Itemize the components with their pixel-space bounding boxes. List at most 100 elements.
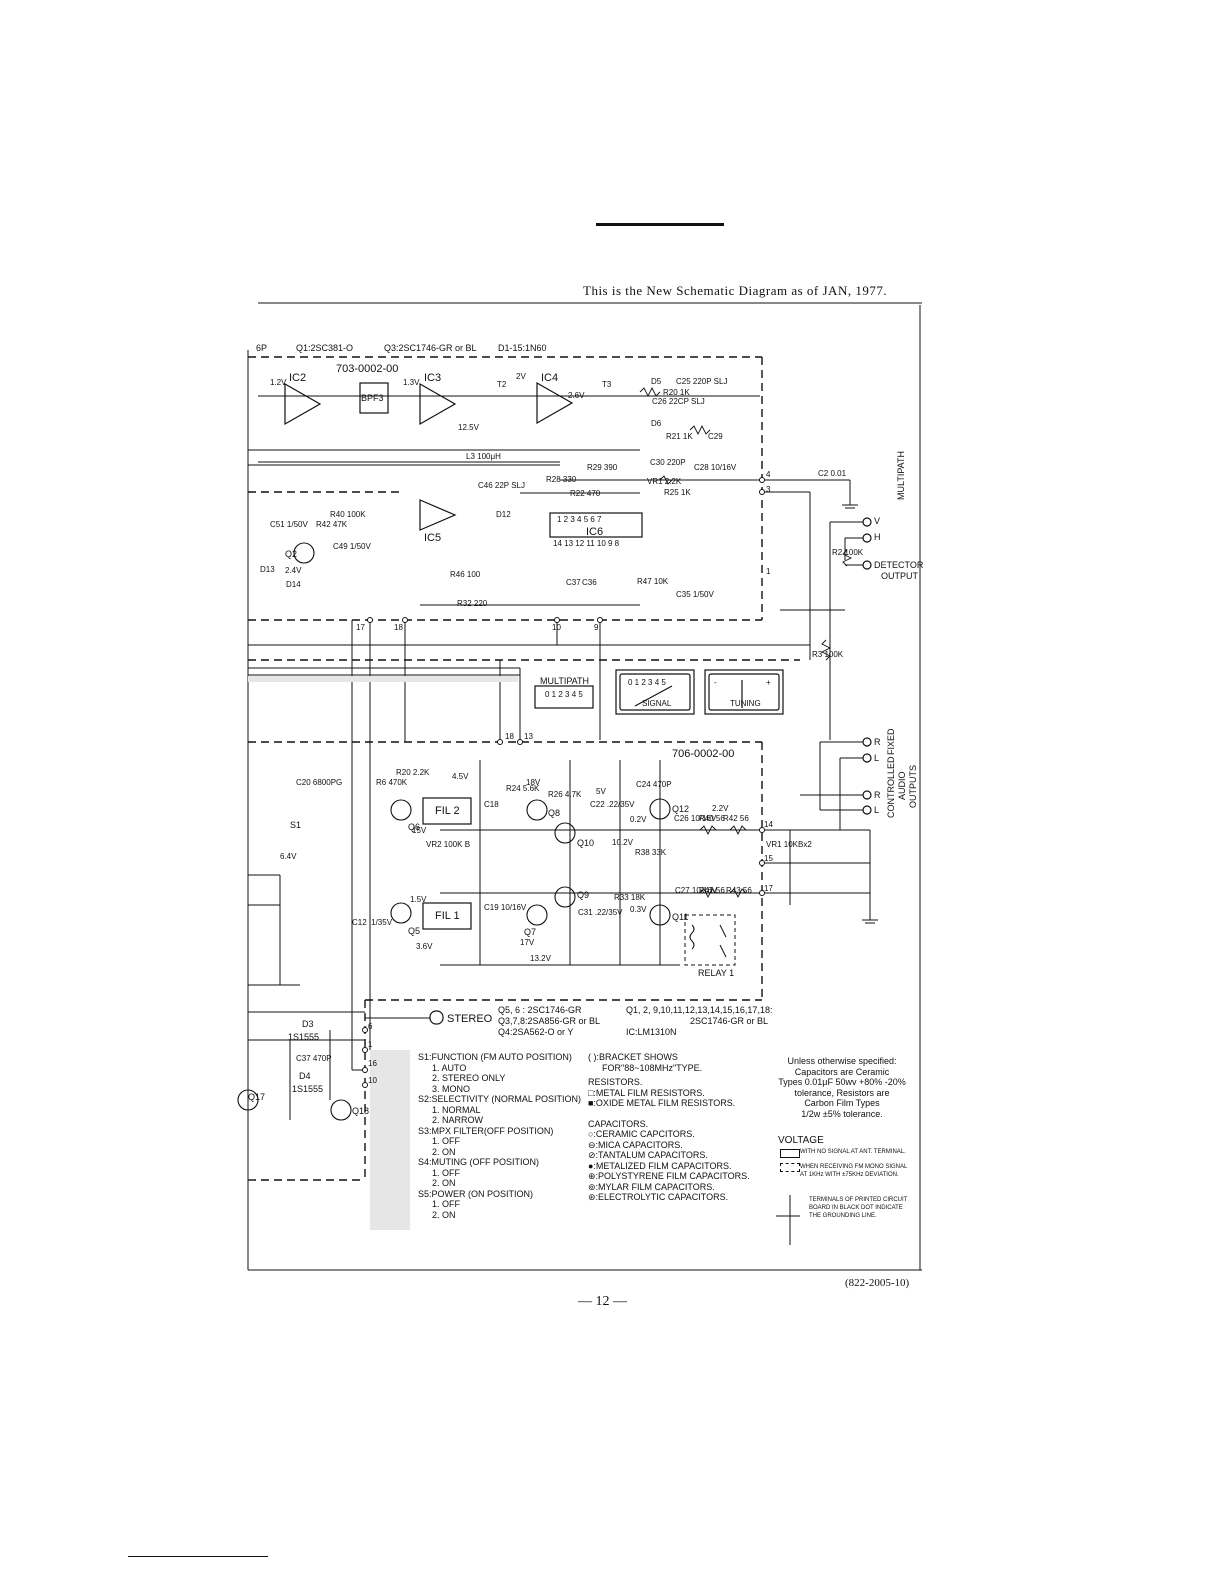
voltage-8: 10.2V	[612, 838, 633, 847]
d4-label: D4	[299, 1071, 311, 1081]
tuning-minus: -	[714, 678, 717, 687]
transistor-note-q378: Q3,7,8:2SA856-GR or BL	[498, 1016, 601, 1026]
c37-label: C37	[566, 578, 581, 587]
document-number: (822-2005-10)	[845, 1277, 910, 1289]
voltage-6: 2.4V	[285, 566, 302, 575]
voltage-18: 2.2V	[712, 804, 729, 813]
terminal-17: 17	[356, 623, 365, 632]
capacitor-legend-line: ⊕:POLYSTYRENE FILM CAPACITORS.	[588, 1171, 750, 1181]
signal-meter-title: SIGNAL	[642, 699, 672, 708]
spec-line: 1/2w ±5% tolerance.	[801, 1108, 883, 1119]
ic4-label: IC4	[541, 372, 559, 384]
r22-label: R22 470	[570, 489, 601, 498]
audio-l-fixed: L	[874, 753, 880, 763]
transistor-note-type: 2SC1746-GR or BL	[690, 1016, 769, 1026]
vr1-lower-label: VR1 10KBx2	[766, 840, 812, 849]
d5-label: D5	[651, 377, 662, 386]
q12-label: Q12	[672, 804, 690, 814]
capacitor-legend-line: ⊖:MICA CAPACITORS.	[588, 1139, 683, 1150]
r41-label: R41 56	[699, 886, 725, 895]
ic3-label: IC3	[424, 372, 442, 384]
d12-label: D12	[496, 510, 511, 519]
terminal-lower-16: 16	[368, 1059, 377, 1068]
ic-note: IC:LM1310N	[626, 1027, 677, 1037]
terminal-3: 3	[766, 485, 771, 494]
t3-label: T3	[602, 380, 612, 389]
switch-line: 2. NARROW	[432, 1115, 484, 1125]
voltage-12: 15V	[412, 826, 427, 835]
board-number-lower: 706-0002-00	[672, 748, 735, 760]
terminal-lower-10: 10	[368, 1076, 377, 1085]
part-label-q1: Q1:2SC381-O	[296, 343, 354, 353]
d14-label: D14	[286, 580, 301, 589]
switch-line: S3:MPX FILTER(OFF POSITION)	[418, 1125, 554, 1136]
bracket-note: ( ):BRACKET SHOWS	[588, 1052, 678, 1062]
voltage-4: 12.5V	[458, 423, 479, 432]
part-label-diodes: D1-15:1N60	[498, 343, 547, 353]
output-v: V	[874, 516, 881, 526]
c24-label: C24 470P	[636, 780, 672, 789]
c26-lower-label: C26 10/16V	[674, 814, 717, 823]
voltage-16: 0.2V	[630, 815, 647, 824]
t2-label: T2	[497, 380, 507, 389]
spec-line: Types 0.01μF 50wv +80% -20%	[778, 1077, 906, 1087]
tuning-plus: +	[766, 678, 771, 687]
c46-label: C46 22P SLJ	[478, 481, 525, 490]
voltage-2: 1.3V	[403, 378, 420, 387]
voltage-7: 4.5V	[452, 772, 469, 781]
voltage-legend-title: VOLTAGE	[778, 1135, 824, 1146]
ic5-label: IC5	[424, 532, 442, 544]
r46-label: R46 100	[450, 570, 481, 579]
stereo-indicator-label: STEREO	[447, 1013, 493, 1025]
switch-line: 1. OFF	[432, 1167, 461, 1178]
voltage-5: 2.6V	[568, 391, 585, 400]
ic6-pins-top: 1 2 3 4 5 6 7	[557, 515, 602, 524]
c31-label: C31 .22/35V	[578, 908, 623, 917]
c27-label: C27 10/16V	[675, 886, 718, 895]
terminal-1: 1	[766, 567, 771, 576]
switch-line: S4:MUTING (OFF POSITION)	[418, 1157, 539, 1167]
resistor-legend-line: □:METAL FILM RESISTORS.	[588, 1087, 705, 1098]
fil1-block: FIL 1	[435, 910, 460, 922]
c12-label: C12 .1/35V	[352, 918, 393, 927]
terminal-lower-14: 14	[764, 820, 773, 829]
q5-label: Q5	[408, 926, 421, 936]
relay-label: RELAY 1	[698, 968, 735, 978]
voltage-9: 5V	[596, 787, 606, 796]
switch-line: 2. STEREO ONLY	[432, 1073, 506, 1083]
capacitor-legend-line: ⊘:TANTALUM CAPACITORS.	[588, 1150, 708, 1160]
multipath-meter-scale: 0 1 2 3 4 5	[545, 690, 583, 699]
terminal-lower-18: 18	[505, 732, 514, 741]
terminal-4: 4	[766, 470, 771, 479]
ic6-pins-bottom: 14 13 12 11 10 9 8	[553, 539, 620, 548]
c30-label: C30 220P	[650, 458, 686, 467]
q10-label: Q10	[577, 838, 595, 848]
c20-label: C20 6800PG	[296, 778, 343, 787]
switch-legend: S1:FUNCTION (FM AUTO POSITION) 1. AUTO 2…	[418, 1052, 581, 1220]
d6-label: D6	[651, 419, 662, 428]
page-number: — 12 —	[578, 1294, 627, 1309]
revision-note: This is the New Schematic Diagram as of …	[583, 283, 888, 298]
c51-label: C51 1/50V	[270, 520, 308, 529]
switch-line: 2. ON	[432, 1209, 456, 1220]
board-number-upper: 703-0002-00	[336, 363, 399, 375]
part-label-q3: Q3:2SC1746-GR or BL	[384, 343, 477, 353]
c25-label: C25 220P SLJ	[676, 377, 728, 386]
capacitor-legend-line: ⊚:MYLAR FILM CAPACITORS.	[588, 1181, 715, 1192]
voltage-10: 1.5V	[410, 895, 427, 904]
c49-label: C49 1/50V	[333, 542, 371, 551]
c2-label: C2 0.01	[818, 469, 847, 478]
r40-label: R40 100K	[330, 510, 366, 519]
terminal-lower-6: 6	[368, 1022, 373, 1031]
bracket-note: FOR"88~108MHz"TYPE.	[602, 1062, 703, 1073]
q2-label: Q2	[285, 549, 298, 559]
voltage-15: 3.6V	[416, 942, 433, 951]
r38-label: R38 33K	[635, 848, 667, 857]
bpf3-block: BPF3	[361, 393, 384, 403]
signal-meter-scale: 0 1 2 3 4 5	[628, 678, 666, 687]
spec-line: Carbon Film Types	[804, 1098, 880, 1108]
q17-label: Q17	[248, 1092, 266, 1102]
c26-label: C26 22CP SLJ	[652, 397, 705, 406]
